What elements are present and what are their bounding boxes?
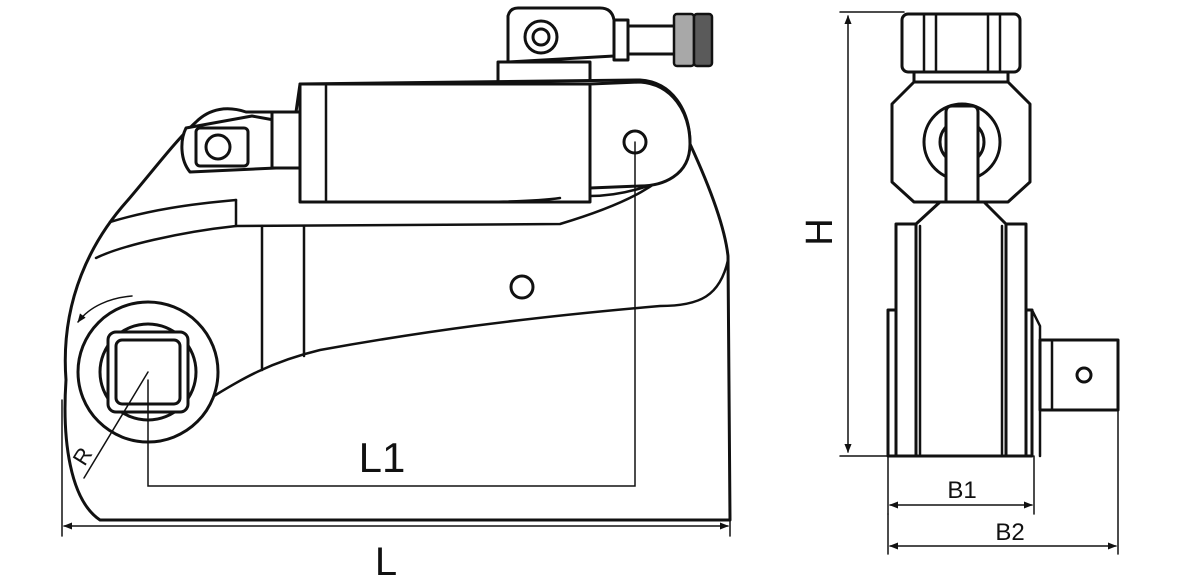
label-h: H — [799, 218, 841, 245]
label-l1: L1 — [359, 434, 406, 481]
dimension-l1: L1 — [147, 141, 636, 487]
front-view: H B1 B2 — [799, 11, 1120, 555]
drive-stub — [1038, 338, 1120, 412]
reaction-link — [180, 110, 302, 174]
label-b2: B2 — [995, 519, 1024, 546]
label-l: L — [375, 540, 397, 584]
swivel-fitting — [496, 6, 714, 86]
dimension-h: H — [799, 11, 905, 457]
dimension-l: L — [61, 399, 731, 584]
swivel-nut — [900, 12, 1022, 84]
dimension-b1: B1 — [887, 455, 1035, 515]
body-hole — [509, 274, 535, 300]
dimension-b2: B2 — [887, 409, 1119, 555]
label-b1: B1 — [947, 477, 976, 504]
cylinder-body — [298, 82, 592, 204]
side-view: L1 R L — [61, 6, 732, 584]
